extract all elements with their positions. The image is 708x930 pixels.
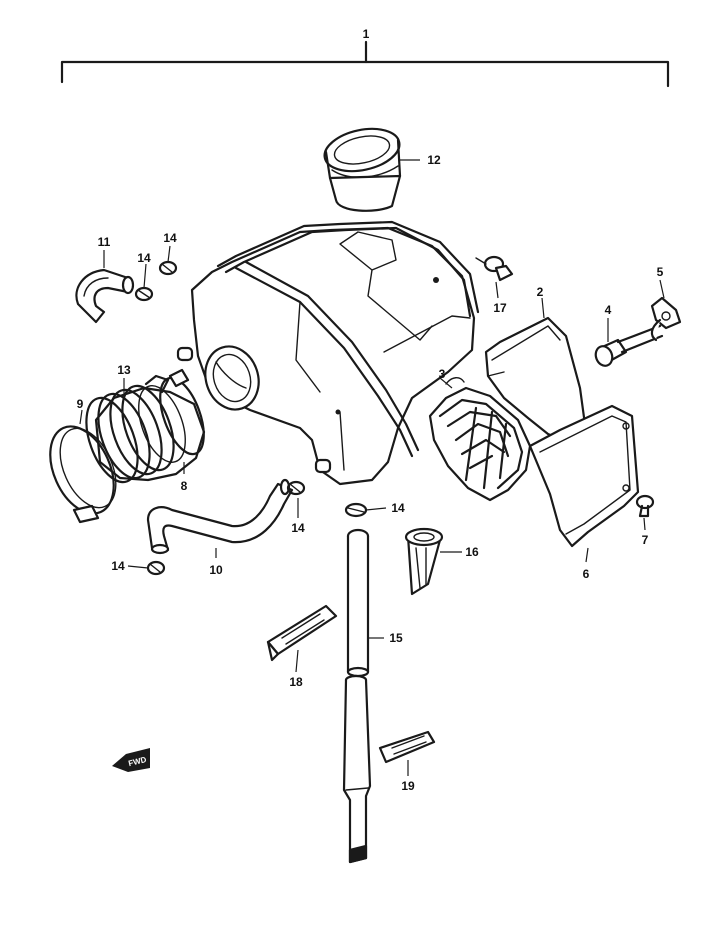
part-10-breather-hose (146, 478, 294, 555)
callout-17: 17 (493, 301, 507, 315)
part-4-screw (594, 324, 664, 367)
part-17-bolt (475, 255, 514, 282)
callout-18: 18 (289, 675, 303, 689)
part-1-air-cleaner-case (176, 220, 480, 486)
callout-19: 19 (401, 779, 415, 793)
callout-13: 13 (117, 363, 131, 377)
leader-lines (79, 159, 665, 776)
callout-14c: 14 (291, 521, 305, 535)
callout-14a: 14 (163, 231, 177, 245)
callout-1: 1 (363, 27, 370, 41)
part-15-drain-tube (342, 528, 372, 864)
part-9-clamp-band (49, 425, 117, 524)
callout-3: 3 (439, 367, 446, 381)
part-16-drain-plug (404, 527, 444, 596)
callouts: 1 2 3 4 5 6 7 8 9 10 11 12 13 14 14 14 1… (77, 27, 664, 793)
callout-11: 11 (98, 235, 111, 249)
part-12-intake-duct (323, 127, 402, 212)
callout-14b: 14 (137, 251, 151, 265)
callout-15: 15 (389, 631, 403, 645)
part-13-intake-boot (85, 374, 206, 484)
callout-8: 8 (181, 479, 188, 493)
callout-12: 12 (427, 153, 441, 167)
part-7-screw (635, 494, 655, 518)
fwd-arrow-icon: FWD (112, 748, 150, 772)
callout-10: 10 (209, 563, 223, 577)
callout-5: 5 (657, 265, 664, 279)
callout-14d: 14 (391, 501, 405, 515)
callout-7: 7 (642, 533, 649, 547)
part-6-cover-plate (528, 404, 640, 548)
part-11-hose (75, 268, 135, 324)
part-8-clamp (159, 368, 205, 456)
assembly-bracket (60, 40, 670, 88)
callout-16: 16 (465, 545, 479, 559)
callout-4: 4 (605, 303, 612, 317)
part-5-wing-nut (650, 296, 682, 342)
part-19-clip (378, 730, 436, 764)
part-3-filter-element (428, 377, 532, 502)
part-18-clip (266, 604, 338, 662)
fwd-label: FWD (127, 755, 147, 768)
callout-2: 2 (537, 285, 544, 299)
callout-6: 6 (583, 567, 590, 581)
callout-14e: 14 (111, 559, 125, 573)
callout-9: 9 (77, 397, 84, 411)
